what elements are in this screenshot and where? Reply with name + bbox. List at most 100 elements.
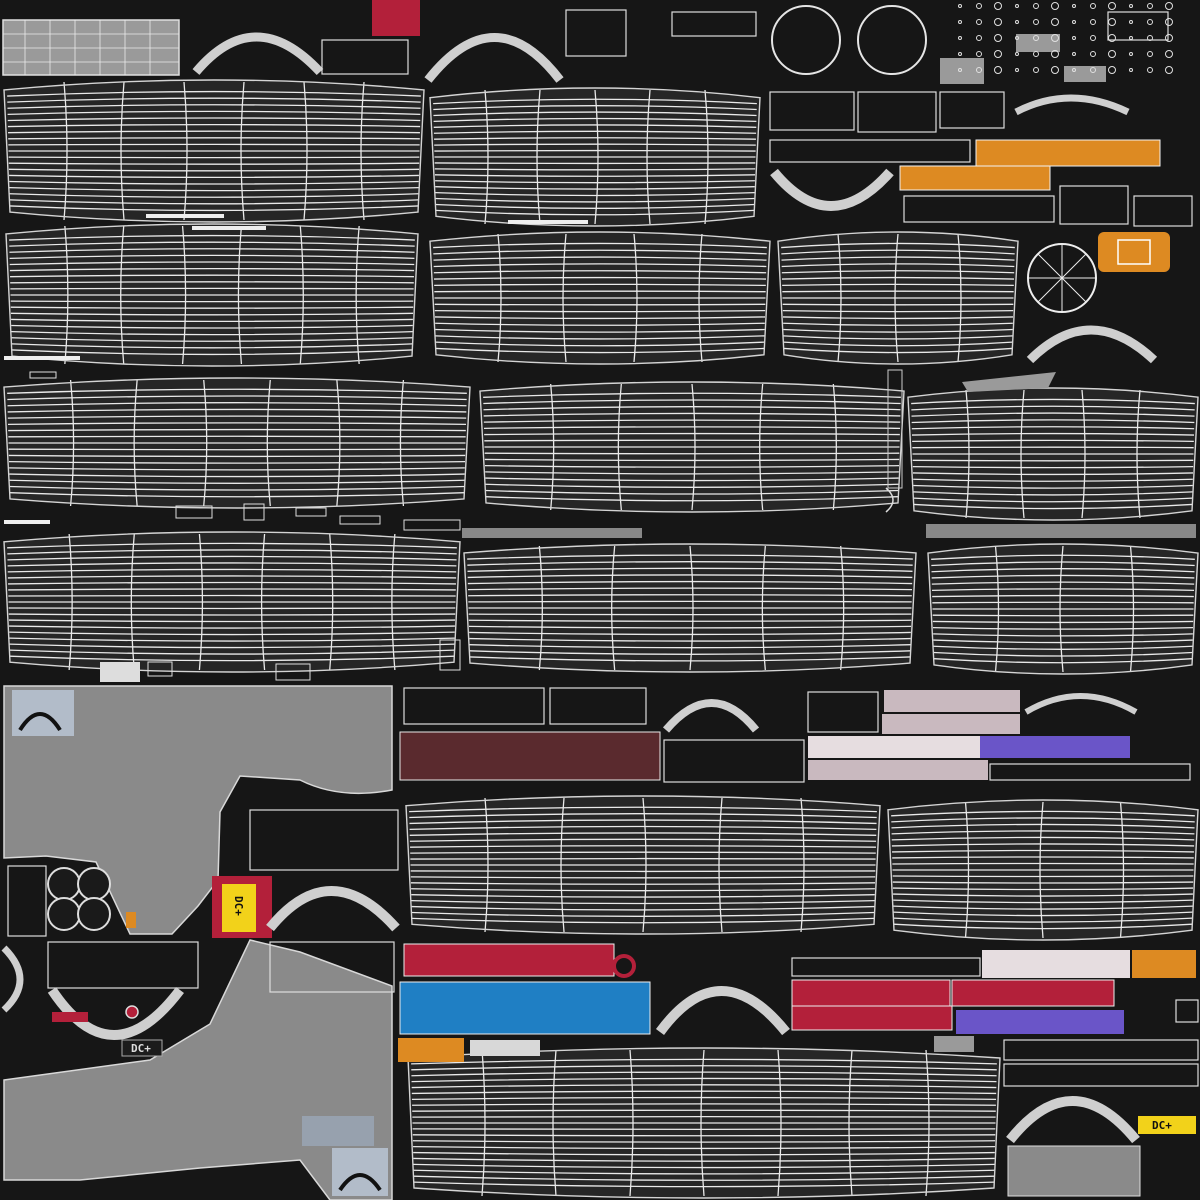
fastener-dot	[1129, 52, 1133, 56]
fastener-dot	[1072, 20, 1076, 24]
fastener-dot	[1108, 66, 1116, 74]
orange-part-3	[1098, 232, 1170, 272]
fastener-dot	[994, 50, 1002, 58]
fastener-dot	[976, 51, 982, 57]
pink-strip-1	[884, 690, 1020, 712]
fastener-dots	[958, 2, 1173, 74]
fastener-dot	[1051, 50, 1059, 58]
fastener-dot	[1072, 68, 1076, 72]
blue-strip	[399, 981, 651, 1035]
fastener-dot	[1051, 34, 1059, 42]
fastener-dot	[1165, 50, 1173, 58]
fabric-island-2	[429, 87, 761, 227]
fastener-dot	[994, 66, 1002, 74]
fastener-dot	[1072, 4, 1076, 8]
arch-part-3	[770, 168, 894, 211]
fastener-dot	[958, 36, 962, 40]
fabric-island-6	[3, 377, 471, 509]
printed-labels: DC+ DC+ DC+	[121, 896, 1196, 1134]
fastener-dot	[1051, 66, 1059, 74]
fabric-island-8	[907, 387, 1199, 521]
fastener-dot	[976, 67, 982, 73]
fastener-dot	[1147, 35, 1153, 41]
orange-strip-1	[398, 1038, 464, 1062]
arch-part-6	[662, 699, 760, 733]
fastener-dot	[1147, 19, 1153, 25]
fabric-island-11	[927, 543, 1199, 675]
fastener-dot	[1090, 3, 1096, 9]
grey-fabric-panel-top-left	[2, 19, 180, 76]
fastener-dot	[1033, 3, 1039, 9]
arch-part-1	[192, 32, 324, 76]
fastener-dot	[994, 18, 1002, 26]
fabric-islands	[3, 79, 1199, 1199]
fastener-dot	[1015, 4, 1019, 8]
fastener-dot	[1108, 34, 1116, 42]
fastener-dot	[958, 52, 962, 56]
fastener-dot	[1051, 18, 1059, 26]
fabric-island-10	[463, 543, 917, 673]
fastener-dot	[1015, 20, 1019, 24]
fabric-island-5	[777, 231, 1019, 365]
fabric-island-9	[3, 531, 461, 673]
label-3-bg	[121, 1039, 163, 1057]
fastener-dot	[1072, 52, 1076, 56]
fabric-island-12	[405, 795, 881, 935]
top-small-parts	[2, 0, 1169, 84]
maroon-strip	[399, 731, 661, 781]
fastener-dot	[1129, 68, 1133, 72]
red-strip-3	[951, 979, 1115, 1007]
label-2-text: DC+	[232, 896, 245, 916]
fastener-dot	[1072, 36, 1076, 40]
fastener-dot	[1033, 51, 1039, 57]
fabric-island-3	[5, 223, 419, 367]
fastener-dot	[1015, 36, 1019, 40]
fastener-dot	[976, 35, 982, 41]
fabric-island-7	[479, 381, 905, 513]
round-part-2	[77, 867, 111, 901]
fastener-dot	[1090, 51, 1096, 57]
round-part-4	[77, 897, 111, 931]
upper-right-cluster	[769, 91, 1193, 392]
gauge-circle-1	[771, 5, 841, 75]
fastener-dot	[1129, 4, 1133, 8]
fastener-dot	[1165, 34, 1173, 42]
arch-part-8	[1006, 1096, 1140, 1144]
arch-part-7	[655, 986, 790, 1036]
detail-strips	[4, 214, 1196, 682]
pink-strip-3	[808, 736, 984, 758]
fastener-dot	[1108, 50, 1116, 58]
fastener-dot	[1147, 3, 1153, 9]
fastener-dot	[1108, 2, 1116, 10]
fastener-dot	[1165, 2, 1173, 10]
fastener-dot	[958, 68, 962, 72]
fastener-dot	[994, 2, 1002, 10]
fastener-dot	[958, 20, 962, 24]
fastener-dot	[1051, 2, 1059, 10]
fastener-dot	[976, 3, 982, 9]
grey-piece-lower	[3, 939, 393, 1200]
arch-part-2	[424, 33, 564, 83]
lower-left-cluster	[1, 809, 400, 1040]
fastener-dot	[1165, 66, 1173, 74]
fastener-dot	[976, 19, 982, 25]
label-1-text: DC+	[1152, 1119, 1172, 1132]
fastener-dot	[994, 34, 1002, 42]
label-3-text: DC+	[131, 1042, 151, 1055]
fabric-island-4	[429, 231, 771, 365]
fastener-dot	[1033, 67, 1039, 73]
fastener-dot	[1033, 35, 1039, 41]
pink-strip-5	[982, 950, 1130, 978]
fastener-dot	[1165, 18, 1173, 26]
purple-strip-2	[956, 1010, 1124, 1034]
fastener-dot	[1129, 36, 1133, 40]
pink-strip-2	[882, 714, 1020, 734]
arch-part-5	[47, 986, 184, 1040]
red-part-top	[372, 0, 420, 36]
fastener-dot	[1033, 19, 1039, 25]
orange-part-2	[899, 165, 1051, 191]
gauge-circle-2	[857, 5, 927, 75]
fabric-island-13	[887, 799, 1199, 941]
fastener-dot	[958, 4, 962, 8]
